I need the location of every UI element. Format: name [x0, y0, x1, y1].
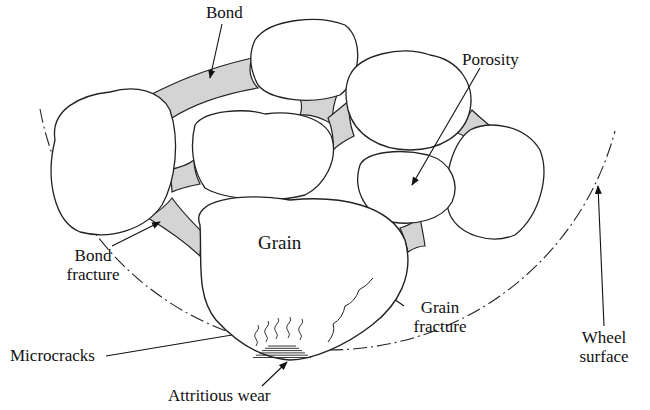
callout-label: Wheel surface	[566, 328, 642, 366]
callout-label: Porosity	[462, 50, 519, 69]
grain-label: Grain	[258, 232, 301, 254]
grain-shape: Grain	[185, 190, 420, 370]
callout-label: Microcracks	[10, 346, 95, 365]
callout-label: Attritious wear	[168, 386, 270, 405]
callout-label: Bond fracture	[56, 246, 130, 284]
callout-label: Bond	[206, 3, 243, 22]
leader-lines	[106, 24, 604, 386]
callout-label: Grain fracture	[402, 298, 478, 336]
grain-outline	[185, 190, 420, 370]
